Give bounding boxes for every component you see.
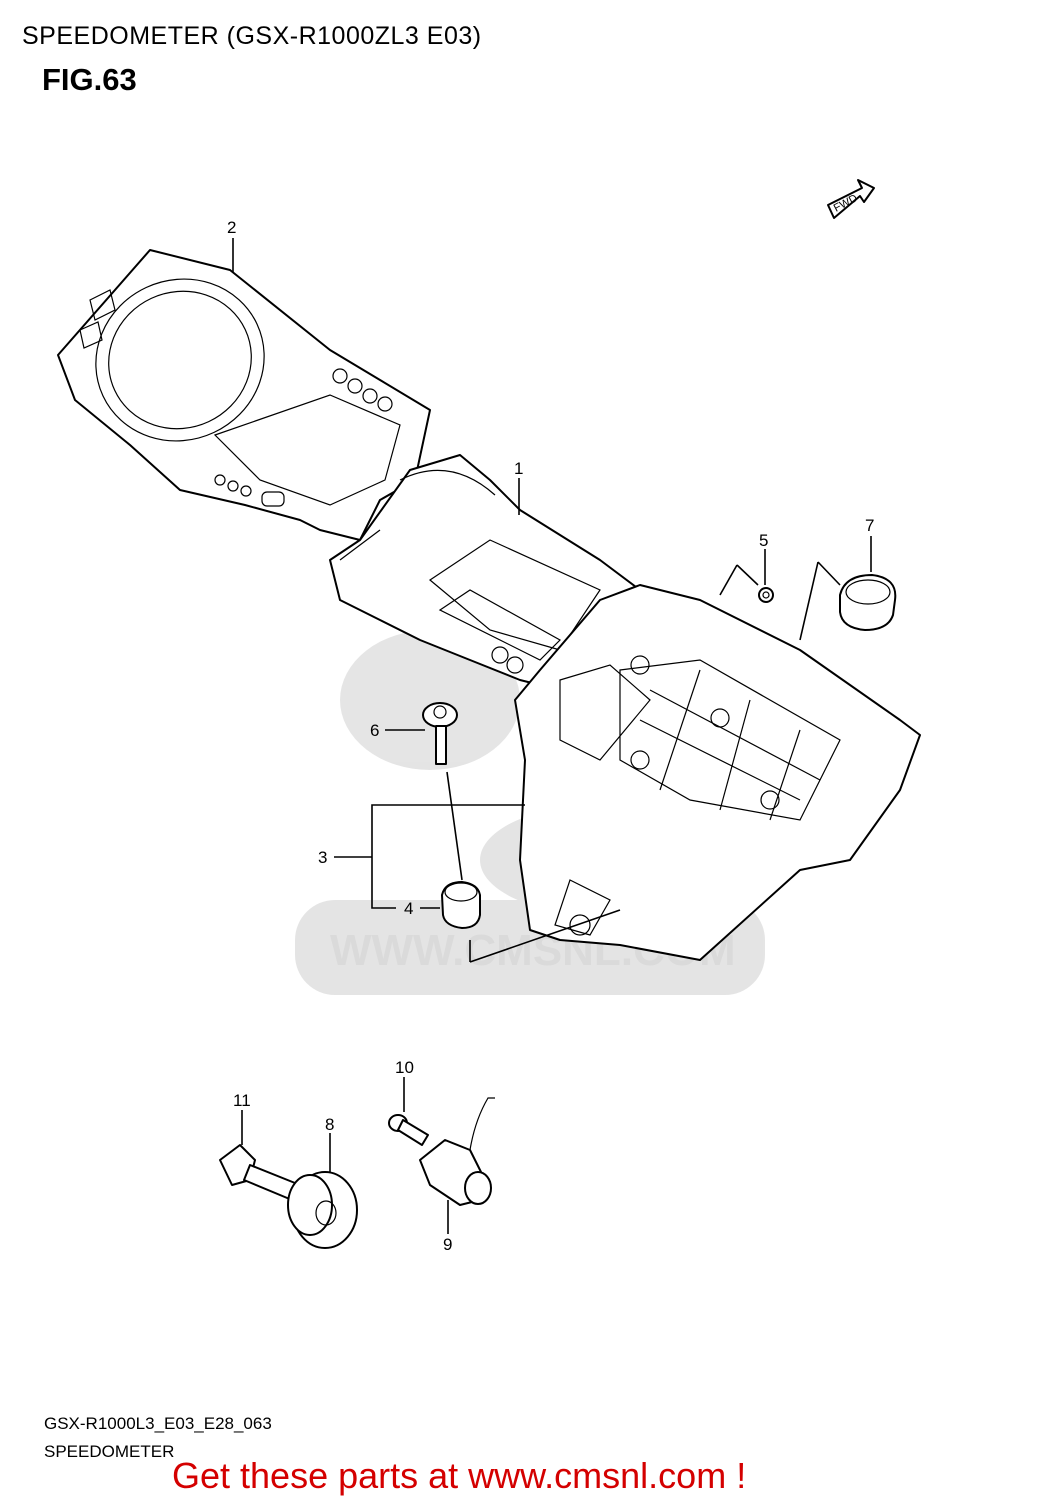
- meter-case-part-3: [514, 584, 921, 961]
- page-title: SPEEDOMETER (GSX-R1000ZL3 E03): [22, 22, 482, 50]
- callout-3: 3: [318, 848, 327, 867]
- meter-cover-part-2: [57, 249, 431, 541]
- fwd-label: FWD: [832, 192, 860, 214]
- bolt-part-11: [219, 1144, 301, 1201]
- speed-sensor-part-9: [419, 1097, 495, 1206]
- grommet-part-4: [441, 881, 481, 929]
- screw-part-5: [758, 587, 774, 603]
- callout-4: 4: [404, 899, 413, 918]
- bolt-part-10: [388, 1114, 429, 1146]
- promo-link-text: Get these parts at www.cmsnl.com !: [172, 1455, 747, 1496]
- callout-7: 7: [865, 516, 874, 535]
- callout-10: 10: [395, 1058, 414, 1077]
- collar-part-8: [287, 1171, 358, 1249]
- callout-11: 11: [233, 1091, 251, 1110]
- callout-6: 6: [370, 721, 379, 740]
- diagram-code: GSX-R1000L3_E03_E28_063: [44, 1414, 272, 1433]
- callout-labels: 2 1 5 7 6 3 4 10 11 8 9: [227, 218, 874, 1254]
- callout-5: 5: [759, 531, 768, 550]
- screw-part-6: [422, 702, 458, 765]
- diagram-subtitle: SPEEDOMETER: [44, 1442, 175, 1461]
- grommet-part-7: [839, 574, 897, 631]
- fwd-arrow-icon: FWD: [827, 179, 875, 219]
- callout-9: 9: [443, 1235, 452, 1254]
- callout-2: 2: [227, 218, 236, 237]
- figure-number: FIG.63: [42, 62, 137, 97]
- leader-lines: [232, 238, 872, 1234]
- callout-8: 8: [325, 1115, 334, 1134]
- callout-1: 1: [514, 459, 523, 478]
